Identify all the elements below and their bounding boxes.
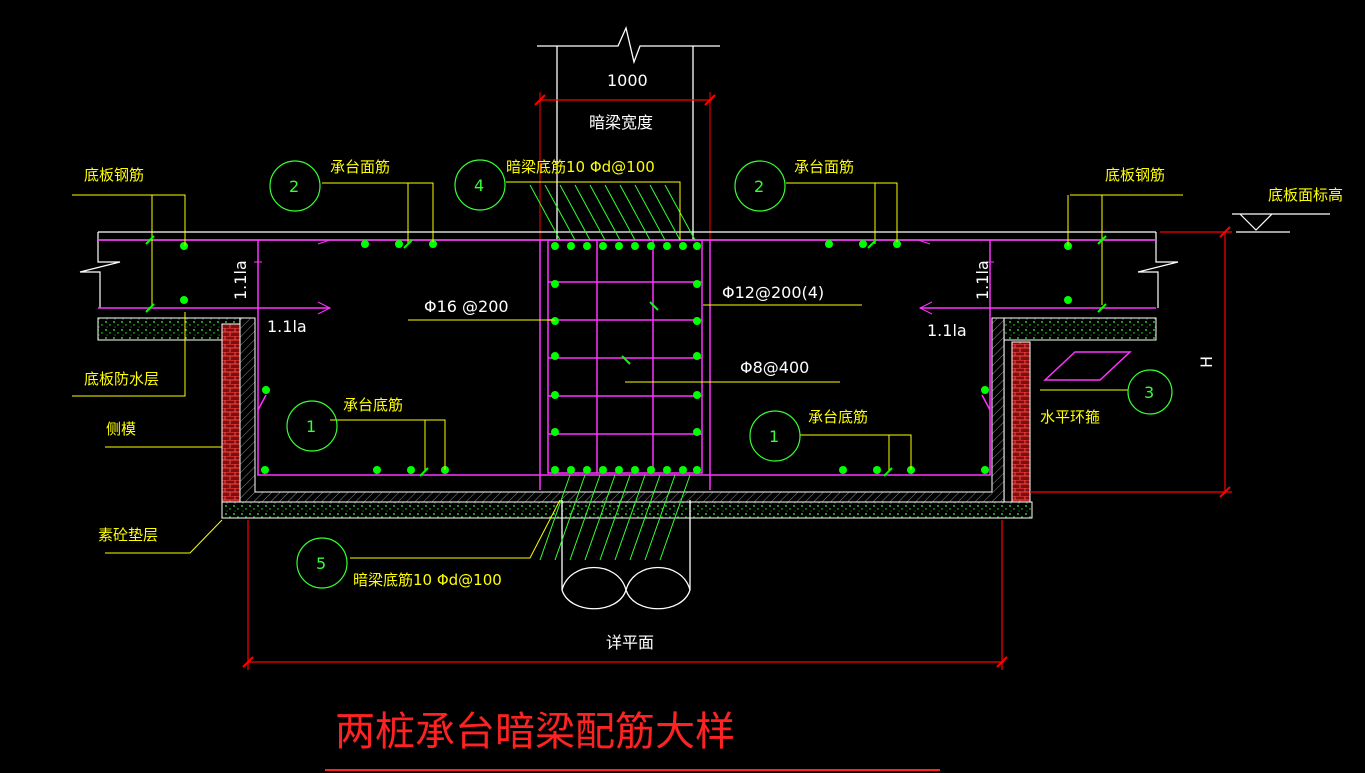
- beam-top-bars-label: 暗梁底筋10 Φd@100: [506, 158, 655, 176]
- svg-text:承台底筋: 承台底筋: [343, 396, 403, 414]
- height-label: H: [1197, 356, 1216, 368]
- slab-rebar-left-label: 底板钢筋: [84, 166, 144, 184]
- left-anchor-vertical: 1.1la: [231, 260, 250, 300]
- beam-width-label: 暗梁宽度: [589, 113, 653, 132]
- svg-text:5: 5: [316, 554, 326, 573]
- svg-text:2: 2: [289, 177, 299, 196]
- svg-text:水平环箍: 水平环箍: [1040, 408, 1100, 426]
- right-anchor-vertical: 1.1la: [973, 260, 992, 300]
- leader-lines: [72, 181, 1183, 559]
- right-anchor-horizontal: 1.1la: [927, 321, 967, 340]
- callout-5: 5: [296, 537, 348, 589]
- cushion-label: 素砼垫层: [98, 526, 158, 544]
- left-slab-cushion: [97, 317, 241, 341]
- drawing-title: 两桩承台暗梁配筋大样: [335, 709, 735, 755]
- svg-text:承台面筋: 承台面筋: [794, 158, 854, 176]
- height-dimension: [1030, 226, 1232, 498]
- stirrup-center-label: Φ16 @200: [424, 297, 509, 316]
- column-break-line: [537, 25, 720, 240]
- anchor-dims: [254, 239, 994, 315]
- waterproof-layer-label: 底板防水层: [84, 370, 159, 388]
- side-brick-right: [1011, 341, 1031, 503]
- svg-text:2: 2: [754, 177, 764, 196]
- callout-2-right: 2 承台面筋: [734, 158, 854, 212]
- elevation-symbol: [1232, 213, 1330, 233]
- svg-text:承台底筋: 承台底筋: [808, 408, 868, 426]
- tie-bar-label: Φ8@400: [740, 358, 809, 377]
- slab-rebar-right-label: 底板钢筋: [1105, 166, 1165, 184]
- left-anchor-horizontal: 1.1la: [267, 317, 307, 336]
- svg-text:承台面筋: 承台面筋: [330, 158, 390, 176]
- width-label: 1000: [607, 71, 648, 90]
- rebar-dots: [180, 240, 1072, 474]
- callout-1-left: 1 承台底筋: [286, 396, 403, 452]
- svg-text:1: 1: [769, 427, 779, 446]
- rebar-ticks: [145, 235, 1107, 477]
- width-dimension: 1000 暗梁宽度: [534, 71, 716, 240]
- beam-bottom-bars-label: 暗梁底筋10 Φd@100: [353, 571, 502, 589]
- pile: [561, 500, 691, 610]
- four-leg-stirrup-label: Φ12@200(4): [722, 283, 824, 302]
- callout-1-right: 1 承台底筋: [749, 408, 868, 462]
- right-slab-cushion: [1001, 317, 1157, 341]
- slab-top-elevation-label: 底板面标高: [1268, 186, 1343, 204]
- svg-text:3: 3: [1144, 383, 1154, 402]
- beam-bottom-bar-fan: [539, 474, 691, 561]
- svg-text:1: 1: [306, 417, 316, 436]
- bottom-span-label: 详平面: [606, 633, 654, 652]
- concrete-cushion: [221, 501, 1033, 519]
- bottom-span-dimension: [242, 520, 1008, 670]
- side-formwork-label: 侧模: [106, 420, 136, 438]
- side-brick-left: [221, 323, 241, 503]
- beam-top-bar-fan: [529, 184, 696, 241]
- callout-4: 4: [454, 159, 506, 211]
- svg-text:4: 4: [474, 176, 484, 195]
- callout-2-left: 2 承台面筋: [269, 158, 390, 212]
- callout-3: 3 水平环箍: [1040, 369, 1173, 426]
